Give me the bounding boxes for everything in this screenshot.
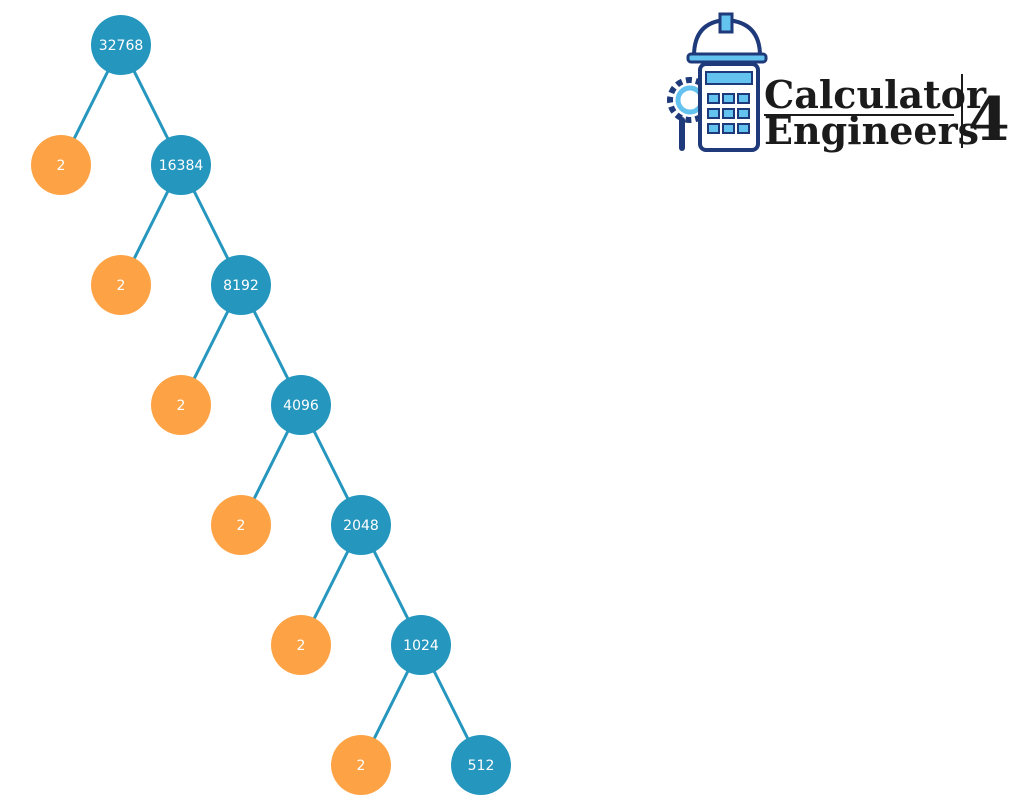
node-prime-2: 2 — [151, 375, 211, 435]
node-quotient-2-circle — [271, 375, 331, 435]
calculator-hardhat-gear-icon — [667, 12, 768, 152]
node-prime-5-label: 2 — [357, 758, 366, 774]
node-prime-4: 2 — [271, 615, 331, 675]
node-quotient-4: 1024 — [391, 615, 451, 675]
node-prime-3: 2 — [211, 495, 271, 555]
node-quotient-2-label: 4096 — [283, 398, 319, 414]
node-root-circle — [91, 15, 151, 75]
node-prime-3-label: 2 — [237, 518, 246, 534]
node-prime-3-circle — [211, 495, 271, 555]
node-quotient-5-label: 512 — [468, 758, 495, 774]
node-quotient-5: 512 — [451, 735, 511, 795]
node-quotient-1: 8192 — [211, 255, 271, 315]
node-prime-1-circle — [91, 255, 151, 315]
node-quotient-0-label: 16384 — [159, 158, 204, 174]
node-prime-4-circle — [271, 615, 331, 675]
node-prime-2-label: 2 — [177, 398, 186, 414]
node-quotient-4-label: 1024 — [403, 638, 439, 654]
node-quotient-1-circle — [211, 255, 271, 315]
node-root-label: 32768 — [99, 38, 144, 54]
logo-word-calculator: Calculator — [764, 72, 987, 117]
logo-number: 4 — [968, 85, 1010, 155]
node-prime-5: 2 — [331, 735, 391, 795]
node-quotient-4-circle — [391, 615, 451, 675]
node-prime-1-label: 2 — [117, 278, 126, 294]
node-prime-5-circle — [331, 735, 391, 795]
node-quotient-0-circle — [151, 135, 211, 195]
node-prime-4-label: 2 — [297, 638, 306, 654]
node-quotient-3-label: 2048 — [343, 518, 379, 534]
node-prime-2-circle — [151, 375, 211, 435]
node-quotient-0: 16384 — [151, 135, 211, 195]
node-prime-1: 2 — [91, 255, 151, 315]
node-quotient-1-label: 8192 — [223, 278, 259, 294]
node-prime-0-circle — [31, 135, 91, 195]
logo-word-engineers: Engineers — [764, 108, 979, 153]
node-prime-0: 2 — [31, 135, 91, 195]
node-quotient-3-circle — [331, 495, 391, 555]
node-root: 32768 — [91, 15, 151, 75]
node-prime-0-label: 2 — [57, 158, 66, 174]
tree-nodes: 32768 2 16384 2 8192 2 4096 2 2048 2 1024 2 512 — [31, 15, 511, 795]
node-quotient-3: 2048 — [331, 495, 391, 555]
calculator4engineers-logo: Calculator Engineers 4 — [667, 12, 1010, 155]
node-quotient-5-circle — [451, 735, 511, 795]
node-quotient-2: 4096 — [271, 375, 331, 435]
